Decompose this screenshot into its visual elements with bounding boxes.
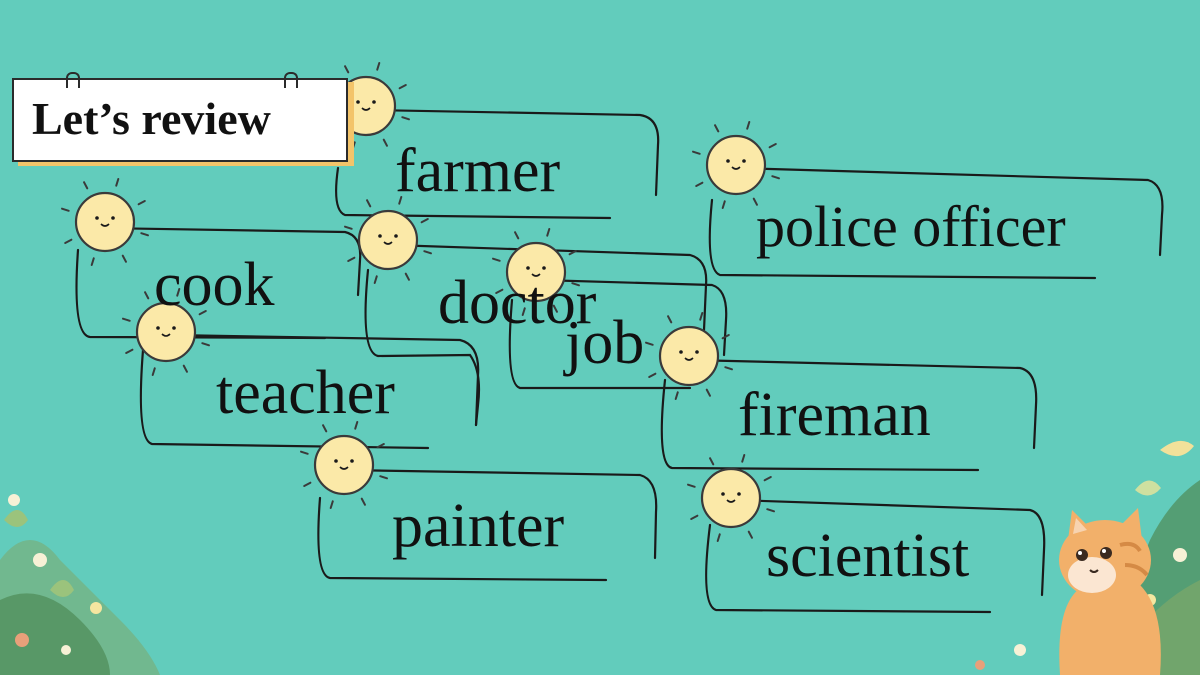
word-job: job [565, 309, 645, 377]
word-painter: painter [392, 492, 565, 560]
foliage-left [0, 494, 160, 675]
flower-icon [1014, 644, 1026, 656]
smiling-sun-icon [122, 288, 210, 376]
word-teacher: teacher [216, 359, 395, 427]
word-cook: cook [154, 251, 275, 319]
leaf-icon [4, 510, 28, 527]
smiling-sun-icon [687, 454, 775, 542]
word-fireman: fireman [738, 381, 931, 449]
flower-icon [15, 633, 29, 647]
frame-job [508, 278, 728, 390]
frame-teacher [139, 333, 480, 450]
smiling-sun-icon [300, 421, 388, 509]
flower-icon [8, 494, 20, 506]
title-card: Let’s review [12, 72, 348, 162]
binder-ring [66, 72, 80, 88]
smiling-sun-icon [645, 312, 733, 400]
word-farmer: farmer [395, 137, 561, 205]
binder-ring [284, 72, 298, 88]
word-police-officer: police officer [756, 194, 1066, 259]
leaf-icon [1160, 440, 1194, 457]
flower-icon [90, 602, 102, 614]
suns [61, 62, 780, 542]
smiling-sun-icon [692, 121, 780, 209]
smiling-sun-icon [492, 228, 580, 316]
word-frames [75, 108, 1164, 614]
frame-fireman [660, 358, 1038, 472]
page-title: Let’s review [32, 93, 271, 144]
frame-scientist [705, 498, 1046, 614]
flower-icon [61, 645, 71, 655]
frame-police-officer [708, 166, 1164, 280]
frame-cook [75, 226, 362, 340]
flower-icon [33, 553, 47, 567]
smiling-sun-icon [61, 178, 149, 266]
smiling-sun-icon [344, 196, 432, 284]
flower-icon [975, 660, 985, 670]
flower-icon [1173, 548, 1187, 562]
frame-painter [317, 468, 658, 582]
word-doctor: doctor [438, 269, 597, 337]
word-scientist: scientist [766, 522, 970, 590]
leaf-icon [50, 580, 74, 597]
cat-icon [1059, 508, 1161, 675]
leaf-icon [1135, 480, 1161, 496]
frame-farmer [335, 108, 660, 220]
